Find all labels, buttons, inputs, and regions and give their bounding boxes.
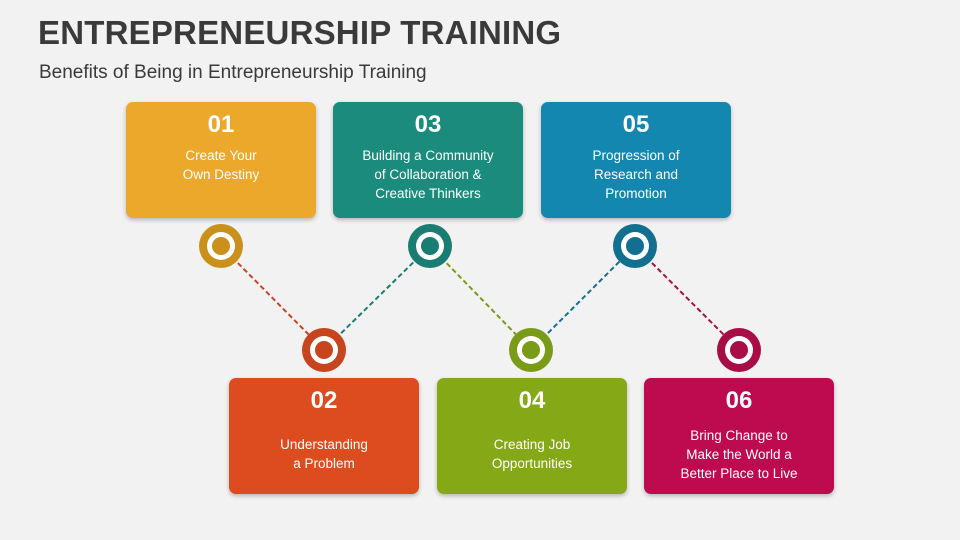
target-node-icon — [199, 224, 243, 268]
step-text: Building a Community of Collaboration & … — [362, 148, 494, 201]
step-card-02: 02 Understanding a Problem — [229, 378, 419, 494]
step-number: 03 — [414, 111, 442, 138]
step-text: Understanding a Problem — [280, 437, 368, 471]
target-node-icon — [717, 328, 761, 372]
step-number: 06 — [725, 387, 753, 414]
step-number: 02 — [310, 387, 338, 414]
connector-line — [323, 245, 431, 351]
step-card-03: 03 Building a Community of Collaboration… — [333, 102, 523, 218]
target-node-icon — [613, 224, 657, 268]
page-subtitle: Benefits of Being in Entrepreneurship Tr… — [39, 62, 427, 83]
step-card-06: 06 Bring Change to Make the World a Bett… — [644, 378, 834, 494]
page-title: ENTREPRENEURSHIP TRAINING — [38, 14, 562, 51]
step-number: 04 — [518, 387, 546, 414]
step-number: 01 — [207, 111, 235, 138]
connector-line — [220, 245, 325, 351]
connector-line — [634, 245, 740, 351]
step-card-04: 04 Creating Job Opportunities — [437, 378, 627, 494]
target-node-icon — [408, 224, 452, 268]
step-text: Bring Change to Make the World a Better … — [680, 427, 798, 481]
target-node-icon — [302, 328, 346, 372]
step-text: Progression of Research and Promotion — [592, 148, 680, 201]
target-node-icon — [509, 328, 553, 372]
connector-line — [530, 245, 636, 351]
step-number: 05 — [622, 111, 650, 138]
step-text: Creating Job Opportunities — [491, 437, 573, 471]
connector-line — [429, 245, 532, 351]
step-card-05: 05 Progression of Research and Promotion — [541, 102, 731, 218]
step-card-01: 01 Create Your Own Destiny — [126, 102, 316, 218]
step-text: Create Your Own Destiny — [182, 148, 260, 182]
